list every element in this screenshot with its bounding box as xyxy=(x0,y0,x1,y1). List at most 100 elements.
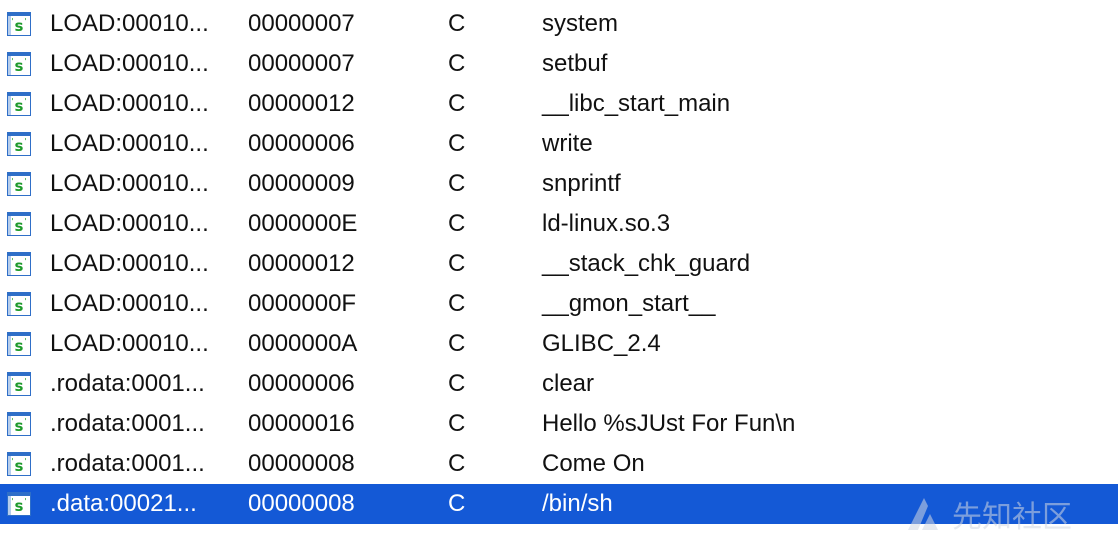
string-literal-icon: s' ' xyxy=(7,332,31,356)
svg-text:s: s xyxy=(15,297,24,315)
svg-text:': ' xyxy=(12,97,14,106)
svg-text:': ' xyxy=(25,497,27,506)
string-literal-icon: s'' xyxy=(7,172,31,196)
string-row[interactable]: s' ' .data:00021... 00000008 C/bin/sh xyxy=(0,484,1118,524)
svg-text:': ' xyxy=(25,17,27,26)
length-cell: 00000007 xyxy=(248,10,355,37)
svg-text:': ' xyxy=(12,457,14,466)
address-cell: LOAD:00010... xyxy=(50,90,209,117)
length-cell: 00000006 xyxy=(248,370,355,397)
string-cell: write xyxy=(542,130,593,157)
svg-text:': ' xyxy=(25,417,27,426)
svg-text:': ' xyxy=(25,457,27,466)
svg-text:s: s xyxy=(15,377,24,395)
svg-text:': ' xyxy=(25,57,27,66)
string-literal-icon: s'' xyxy=(7,52,31,76)
svg-text:s: s xyxy=(15,417,24,435)
type-cell: C xyxy=(448,290,466,317)
type-cell: C xyxy=(448,330,466,357)
string-cell: snprintf xyxy=(542,170,621,197)
svg-text:s: s xyxy=(15,137,24,155)
string-literal-icon: s' ' xyxy=(7,412,31,436)
svg-text:': ' xyxy=(25,257,27,266)
address-cell: .rodata:0001... xyxy=(50,370,205,397)
length-cell: 00000008 xyxy=(248,450,355,477)
svg-text:': ' xyxy=(25,97,27,106)
length-cell: 00000008 xyxy=(248,490,355,517)
type-cell: C xyxy=(448,250,466,277)
svg-text:s: s xyxy=(15,257,24,275)
length-cell: 00000009 xyxy=(248,170,355,197)
svg-text:s: s xyxy=(15,17,24,35)
type-cell: C xyxy=(448,450,466,477)
svg-text:s: s xyxy=(15,57,24,75)
string-cell: /bin/sh xyxy=(542,490,613,517)
address-cell: LOAD:00010... xyxy=(50,330,209,357)
svg-text:s: s xyxy=(15,337,24,355)
address-cell: LOAD:00010... xyxy=(50,10,209,37)
type-cell: C xyxy=(448,130,466,157)
string-literal-icon: s' ' xyxy=(7,252,31,276)
svg-text:s: s xyxy=(15,497,24,515)
type-cell: C xyxy=(448,50,466,77)
string-cell: Hello %sJUst For Fun\n xyxy=(542,410,796,437)
address-cell: .rodata:0001... xyxy=(50,410,205,437)
string-literal-icon: s'' xyxy=(7,132,31,156)
string-cell: __libc_start_main xyxy=(542,90,731,117)
string-cell: setbuf xyxy=(542,50,608,77)
type-cell: C xyxy=(448,370,466,397)
length-cell: 00000006 xyxy=(248,130,355,157)
string-literal-icon: s'' xyxy=(7,372,31,396)
svg-text:': ' xyxy=(12,417,14,426)
string-literal-icon: s' ' xyxy=(7,492,31,516)
svg-text:': ' xyxy=(12,297,14,306)
length-cell: 00000012 xyxy=(248,90,355,117)
length-cell: 0000000A xyxy=(248,330,358,357)
svg-text:': ' xyxy=(25,177,27,186)
string-cell: system xyxy=(542,10,619,37)
address-cell: LOAD:00010... xyxy=(50,50,209,77)
svg-text:': ' xyxy=(12,337,14,346)
address-cell: LOAD:00010... xyxy=(50,250,209,277)
address-cell: .rodata:0001... xyxy=(50,450,205,477)
svg-text:s: s xyxy=(15,217,24,235)
svg-text:s: s xyxy=(15,97,24,115)
svg-text:s: s xyxy=(15,457,24,475)
type-cell: C xyxy=(448,410,466,437)
string-cell: GLIBC_2.4 xyxy=(542,330,661,357)
string-row[interactable]: s' ' .rodata:0001... 00000008 C Come On xyxy=(0,444,1118,484)
type-cell: C xyxy=(448,10,466,37)
string-cell: clear xyxy=(542,370,595,397)
svg-text:': ' xyxy=(25,377,27,386)
string-cell: __gmon_start__ xyxy=(542,290,716,317)
string-cell: __stack_chk_guard xyxy=(542,250,751,277)
length-cell: 00000007 xyxy=(248,50,355,77)
svg-text:': ' xyxy=(12,17,14,26)
svg-text:': ' xyxy=(25,217,27,226)
svg-text:': ' xyxy=(12,177,14,186)
address-cell: LOAD:00010... xyxy=(50,130,209,157)
address-cell: .data:00021... xyxy=(50,490,197,517)
length-cell: 0000000E xyxy=(248,210,358,237)
string-cell: Come On xyxy=(542,450,645,477)
svg-text:': ' xyxy=(25,337,27,346)
string-row[interactable]: s' ' LOAD:00010... 0000000A C GLIBC_2.4 xyxy=(0,324,1118,364)
svg-text:': ' xyxy=(12,497,14,506)
address-cell: LOAD:00010... xyxy=(50,170,209,197)
svg-text:': ' xyxy=(25,137,27,146)
string-literal-icon: s'' xyxy=(7,212,31,236)
type-cell: C xyxy=(448,490,466,517)
address-cell: LOAD:00010... xyxy=(50,210,209,237)
svg-text:': ' xyxy=(12,257,14,266)
